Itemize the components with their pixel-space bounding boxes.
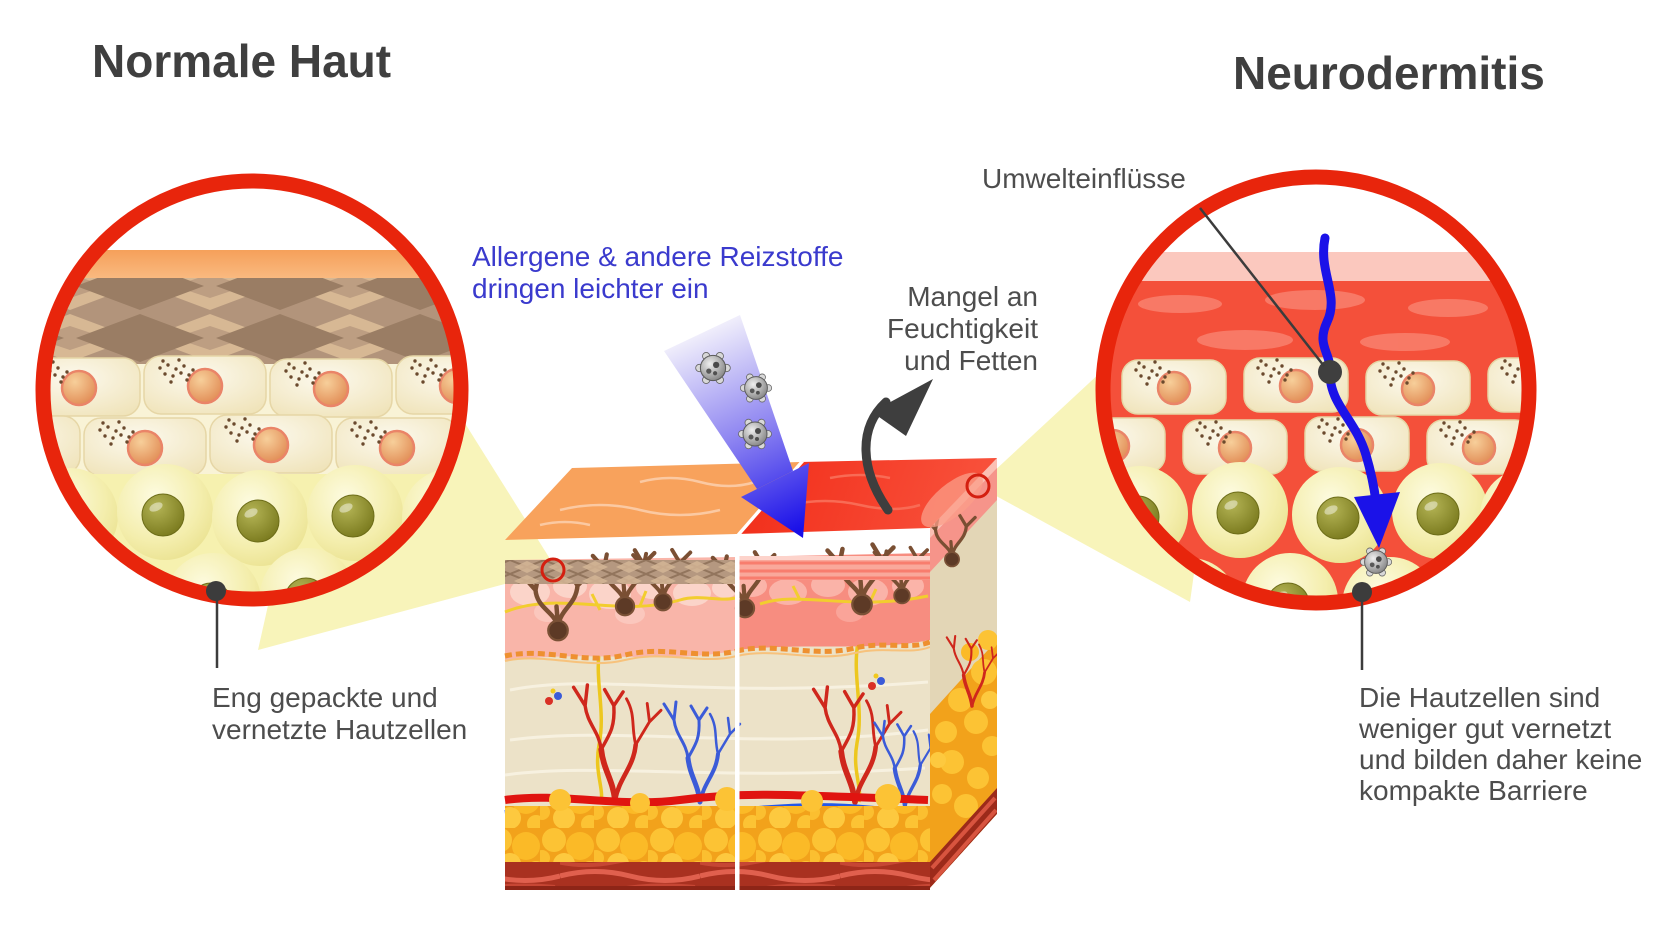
left-cells-pointer-dot: [206, 581, 226, 601]
muscle-layer: [505, 862, 930, 888]
allergen-arrow: [664, 315, 809, 538]
top-face-normal: [505, 462, 800, 540]
right-magnifier-ring: [1095, 169, 1537, 611]
capillary-dots: [545, 673, 885, 705]
side-fat-bubbles: [930, 630, 997, 818]
normal-packed-cells: [0, 356, 584, 476]
title-normal-skin: Normale Haut: [92, 35, 392, 87]
right-cells-label-line4: kompakte Barriere: [1359, 775, 1588, 806]
inflamed-surface-band: [737, 556, 930, 580]
left-cells-label-line2: vernetzte Hautzellen: [212, 714, 468, 745]
right-cells-pointer-dot: [1352, 582, 1372, 602]
neurodermitis-magnifier: [1095, 169, 1537, 611]
stratum-corneum-band: [505, 560, 737, 584]
left-magnifier-ring: [35, 173, 469, 607]
inflamed-surface-layer: [1110, 252, 1522, 281]
moisture-label-line1: Mangel an: [907, 281, 1038, 312]
right-zoom-marker: [965, 473, 991, 499]
left-zoom-marker: [540, 557, 566, 583]
right-cells-label-line3: und bilden daher keine: [1359, 744, 1643, 775]
zoom-markers: [540, 473, 991, 583]
fat-layer: [505, 784, 930, 864]
inflamed-texture: [1138, 290, 1488, 351]
normal-skin-magnifier: [0, 173, 584, 607]
left-cells-label: Eng gepackte und vernetzte Hautzellen: [212, 682, 467, 746]
pointer-lines: [215, 207, 1364, 670]
environment-label: Umwelteinflüsse: [982, 163, 1186, 194]
environment-pointer-line: [1199, 207, 1325, 367]
moisture-loss-arrow: [861, 379, 933, 515]
moisture-label-line2: Feuchtigkeit: [887, 313, 1038, 344]
skin-block: [504, 458, 997, 890]
title-neurodermitis: Neurodermitis: [1233, 47, 1545, 99]
normal-surface-layer: [50, 250, 454, 280]
skin-block-front: [504, 545, 939, 890]
left-cells-label-line1: Eng gepackte und: [212, 682, 438, 713]
moisture-label-line3: und Fetten: [904, 345, 1038, 376]
allergens-label-line1: Allergene & andere Reizstoffe: [472, 241, 844, 272]
normal-corneum-layer: [50, 278, 454, 368]
moisture-label: Mangel an Feuchtigkeit und Fetten: [887, 281, 1038, 377]
allergens-label: Allergene & andere Reizstoffe dringen le…: [472, 241, 844, 305]
right-cells-label: Die Hautzellen sind weniger gut vernetzt…: [1359, 682, 1642, 806]
right-cells-label-line2: weniger gut vernetzt: [1359, 713, 1612, 744]
allergens-label-line2: dringen leichter ein: [472, 273, 709, 304]
right-cells-label-line1: Die Hautzellen sind: [1359, 682, 1601, 713]
